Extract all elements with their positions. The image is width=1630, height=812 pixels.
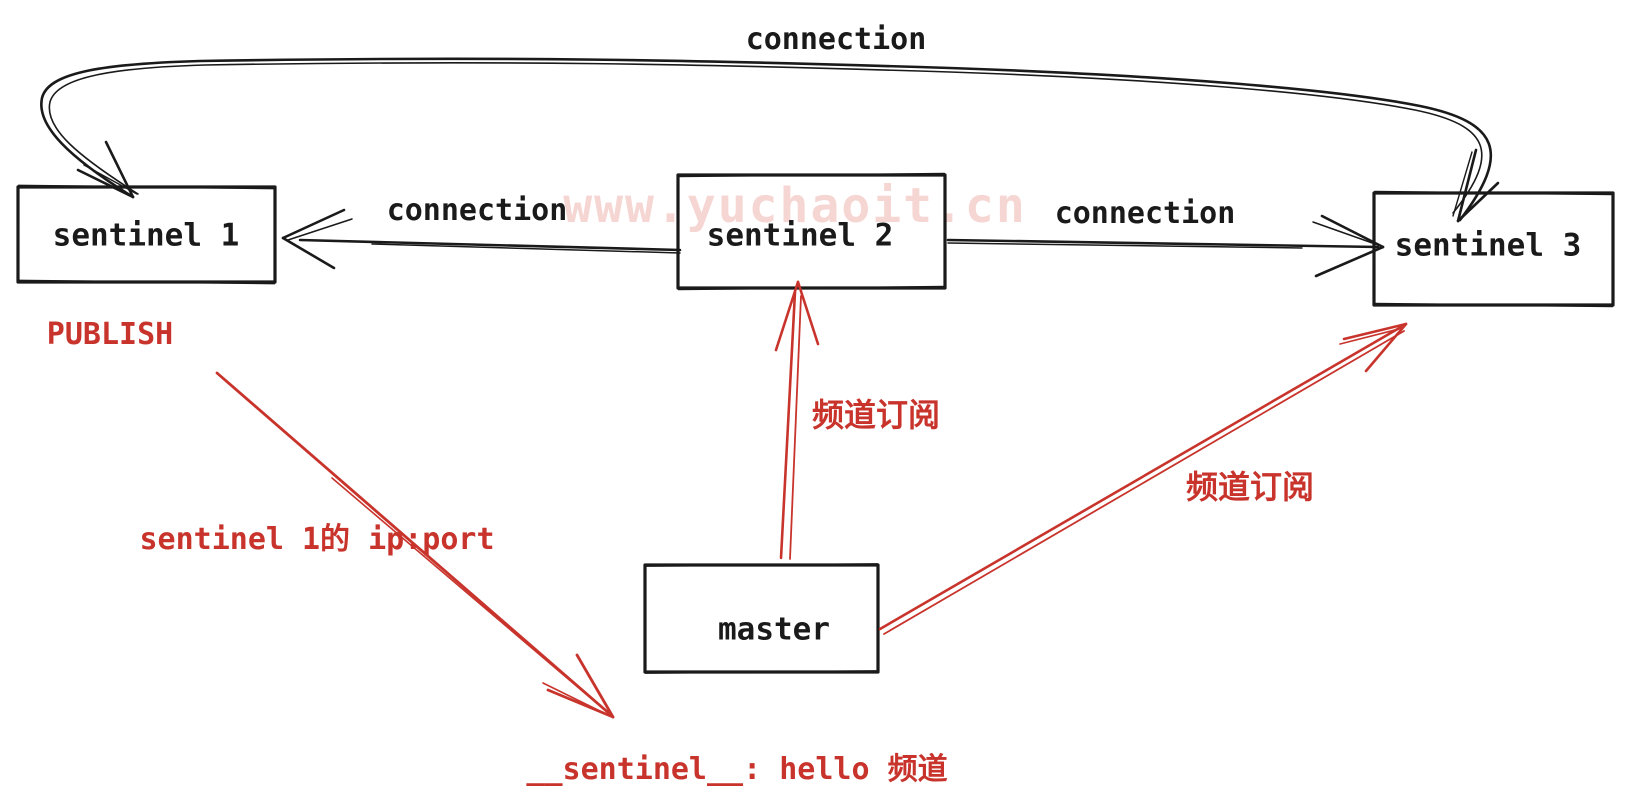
edge-label-connection-left: connection — [386, 193, 568, 228]
node-label-sentinel2: sentinel 2 — [706, 217, 894, 254]
node-label-sentinel1: sentinel 1 — [52, 217, 240, 254]
arrowhead-s1 — [281, 208, 346, 240]
edge-label-connection-top: connection — [745, 22, 927, 57]
edge-label-connection-right: connection — [1054, 196, 1236, 231]
node-label-master: master — [718, 611, 830, 648]
sentinel3-box-fill — [1374, 193, 1613, 305]
sentinel2-box-outline — [676, 172, 947, 291]
annotation-sentinel1-ipport: sentinel 1的 ip:port — [139, 522, 495, 557]
arrow-publish-to-channel — [215, 371, 615, 719]
arc-arrowhead-left — [76, 168, 135, 199]
annotation-publish: PUBLISH — [46, 317, 174, 352]
node-label-sentinel3: sentinel 3 — [1394, 227, 1582, 264]
red-strokes — [215, 280, 1408, 719]
arrow-s2-to-s3 — [946, 214, 1385, 278]
ink-strokes — [16, 57, 1615, 674]
sentinel2-box-fill — [678, 175, 945, 288]
watermark-text: www.yuchaoit.cn — [563, 178, 1026, 234]
arrowhead-s3 — [1320, 214, 1385, 249]
sentinel1-box-outline — [16, 184, 277, 285]
arc-connection-line — [40, 57, 1500, 223]
annotation-channel-sub-s3: 频道订阅 — [1185, 468, 1315, 506]
master-box-outline — [643, 563, 880, 674]
arrow-s2-to-s1 — [281, 208, 682, 270]
arc-arrowhead-right — [1456, 148, 1478, 223]
arrow-master-to-s2 — [774, 280, 820, 560]
arrow-master-to-s3 — [878, 322, 1408, 635]
sentinel1-box-fill — [18, 187, 275, 282]
annotation-hello-channel: __sentinel__: hello 频道 — [526, 752, 948, 787]
node-box-fills — [18, 175, 1613, 672]
annotation-channel-sub-s2: 频道订阅 — [811, 396, 941, 434]
master-box-fill — [645, 565, 878, 672]
